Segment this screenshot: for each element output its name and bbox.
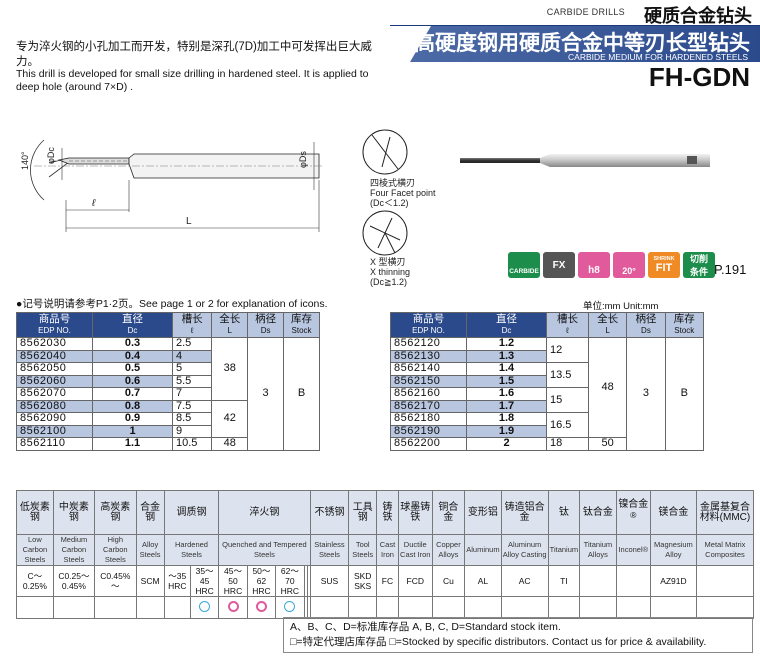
angle-label: 140°: [20, 151, 30, 170]
helix-angle-icon: 20°: [613, 252, 645, 278]
ds-label: φDs: [298, 151, 308, 168]
page-reference[interactable]: P.191: [714, 262, 747, 277]
suitable-mark-icon: [199, 601, 211, 612]
fx-icon: FX: [543, 252, 575, 278]
title-band: [410, 26, 760, 62]
recommended-mark-icon: [227, 601, 239, 612]
point1-cn: 四棱式横刃: [370, 178, 416, 188]
x-thinning-drawing: [362, 210, 408, 256]
legend-line-1: A、B、C、D=标准库存品 A, B, C, D=Standard stock …: [290, 621, 561, 633]
intro-en: This drill is developed for small size d…: [16, 68, 369, 93]
suitable-mark-icon: [284, 601, 296, 612]
carbide-icon: CARBIDE: [508, 252, 540, 278]
flute-length-label: ℓ: [91, 198, 96, 209]
shrink-fit-icon: SHRINK FIT: [648, 252, 680, 278]
header-rule: [390, 0, 760, 26]
category-en: CARBIDE DRILLS: [546, 7, 625, 17]
point2-range: (Dc≧1.2): [370, 277, 408, 287]
four-facet-point-drawing: [362, 129, 408, 175]
legend-line-2: □=特定代理店库存品 □=Stocked by specific distrib…: [290, 636, 707, 648]
category-cn: 硬质合金钻头: [644, 6, 752, 26]
dc-label: φDc: [46, 147, 56, 164]
stock-legend: A、B、C、D=标准库存品 A, B, C, D=Standard stock …: [283, 617, 753, 653]
materials-table: 低炭素钢中炭素钢高炭素钢合金钢 调质钢淬火钢 不锈钢工具钢铸铁球墨铸铁 铜合金变…: [16, 490, 755, 619]
intro-cn: 专为淬火钢的小孔加工而开发，特别是深孔(7D)加工中可发挥出巨大威力。: [16, 41, 372, 68]
point2-en: X thinning: [370, 267, 411, 277]
point1-range: (Dc＜1.2): [370, 198, 409, 208]
product-code: FH-GDN: [648, 62, 750, 92]
point2-cn: X 型横刃: [370, 257, 406, 267]
drill-drawing: 140° φDc φDs ℓ L: [20, 139, 324, 232]
title-en: CARBIDE MEDIUM FOR HARDENED STEELS: [568, 52, 748, 62]
point1-en: Four Facet point: [370, 188, 436, 198]
title-cn: 高硬度钢用硬质合金中等刃长型钻头: [414, 32, 750, 55]
unit-label: 单位:mm Unit:mm: [583, 301, 659, 312]
total-length-label: L: [186, 216, 192, 227]
icon-note: ●记号说明请参考P1·2页。See page 1 or 2 for explan…: [16, 298, 328, 310]
recommended-mark-icon: [255, 601, 267, 612]
drill-photo: [460, 154, 710, 167]
h8-tolerance-icon: h8: [578, 252, 610, 278]
cutting-conditions-icon[interactable]: 切削 条件: [683, 252, 715, 278]
